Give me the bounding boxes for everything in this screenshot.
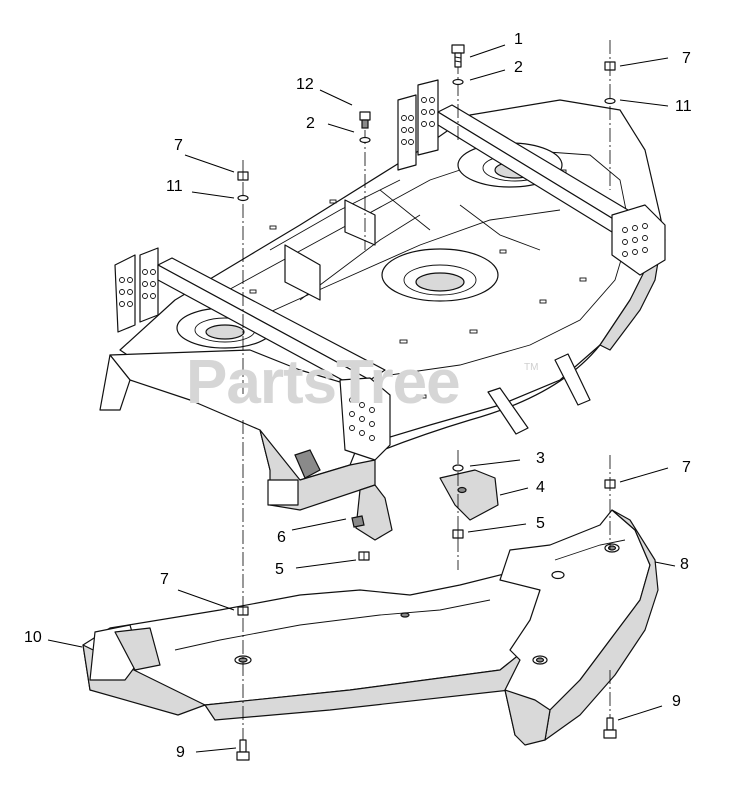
- washer-11b: [604, 97, 616, 105]
- nut-7b: [604, 61, 616, 71]
- right-hanger-bracket: [397, 79, 666, 276]
- callout-11: 11: [166, 178, 183, 195]
- washer-2b: [359, 136, 371, 144]
- skirt-8: [499, 509, 659, 746]
- callout-6: 6: [277, 529, 286, 546]
- washer-2a: [452, 78, 464, 86]
- callout-7: 7: [682, 50, 691, 67]
- callout-5: 5: [536, 515, 545, 532]
- callout-2: 2: [514, 59, 523, 76]
- callout-1: 1: [514, 31, 523, 48]
- washer-3: [452, 464, 464, 472]
- nut-7d: [237, 606, 249, 616]
- callout-2: 2: [306, 115, 315, 132]
- nut-7c: [604, 479, 616, 489]
- watermark: PartsTree: [186, 348, 461, 417]
- nut-5a: [452, 529, 464, 539]
- hardware: [236, 44, 617, 761]
- callout-12: 12: [296, 76, 314, 93]
- baffle-6: [351, 484, 393, 541]
- callout-3: 3: [536, 450, 545, 467]
- callout-7: 7: [682, 459, 691, 476]
- callout-4: 4: [536, 479, 545, 496]
- callout-10: 10: [24, 629, 42, 646]
- nut-7a: [237, 171, 249, 181]
- baffle-4: [439, 469, 499, 521]
- callout-11: 11: [675, 98, 692, 115]
- leader-lines: [47, 44, 676, 753]
- front-baffle: [99, 349, 376, 511]
- callout-7: 7: [174, 137, 183, 154]
- bolt-9a: [236, 739, 250, 761]
- left-hanger-bracket: [114, 247, 391, 461]
- callout-5: 5: [275, 561, 284, 578]
- callout-7: 7: [160, 571, 169, 588]
- trademark-mark: TM: [524, 362, 539, 373]
- bolt-12: [359, 111, 371, 129]
- nut-5b: [358, 551, 370, 561]
- front-mounting-tabs: [487, 353, 591, 435]
- callout-9: 9: [672, 693, 681, 710]
- bolt-9b: [603, 717, 617, 739]
- washer-11a: [237, 194, 249, 202]
- callout-8: 8: [680, 556, 689, 573]
- skirt-10: [82, 569, 541, 721]
- bolt-1: [451, 44, 465, 68]
- callout-9: 9: [176, 744, 185, 761]
- belt-guide-plates: [284, 199, 376, 301]
